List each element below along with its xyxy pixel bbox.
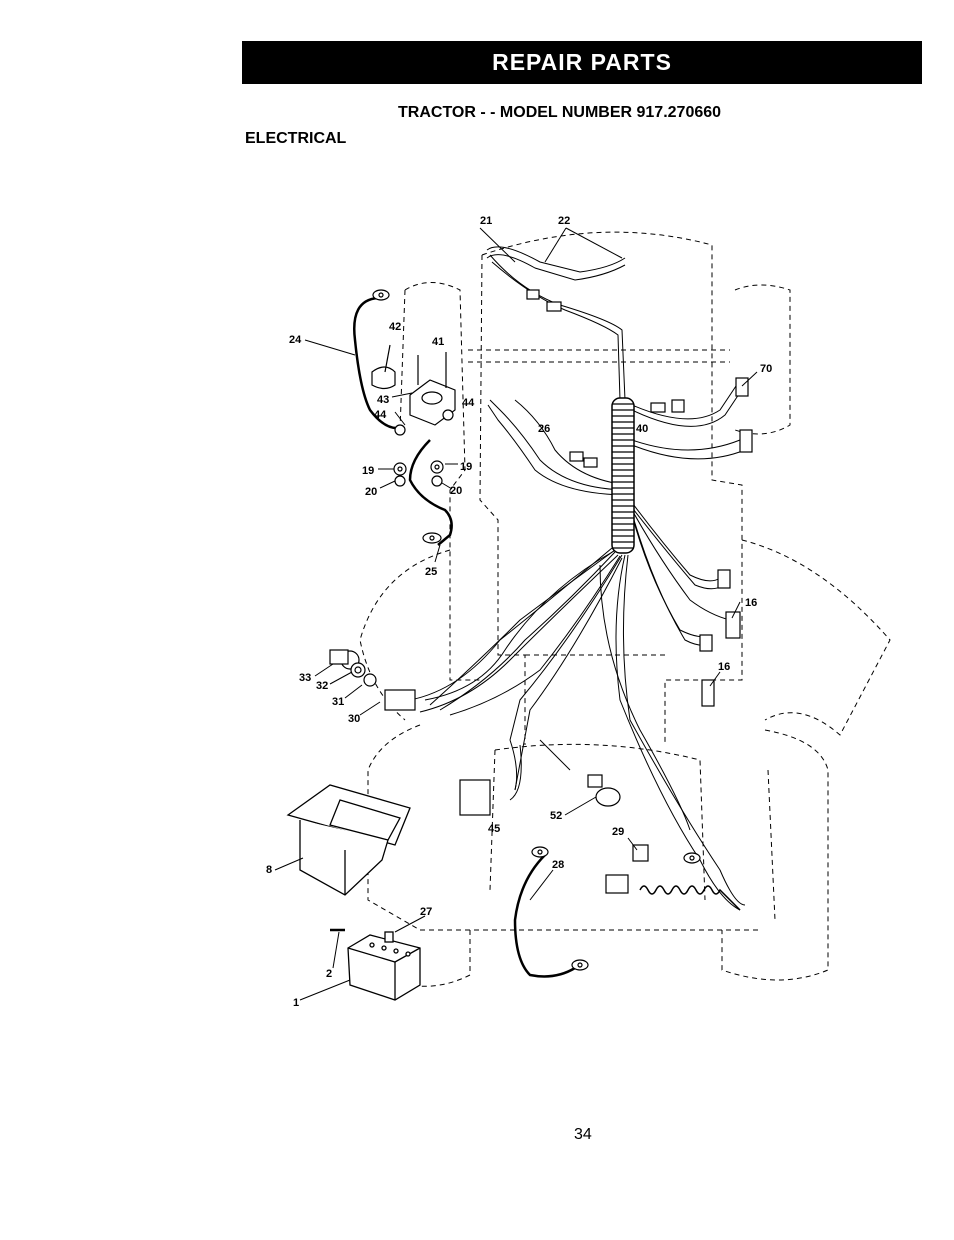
- part-label-8: 8: [266, 864, 272, 876]
- tractor-frame-outline: [359, 231, 891, 987]
- part-label-30: 30: [348, 713, 360, 725]
- battery-cables: [330, 296, 576, 978]
- part-label-27: 27: [420, 906, 432, 918]
- part-label-44-right: 44: [462, 397, 475, 409]
- part-label-19-left: 19: [362, 465, 374, 477]
- battery: [347, 931, 421, 1001]
- part-label-40: 40: [636, 423, 648, 435]
- part-label-20-left: 20: [365, 486, 377, 498]
- part-label-29: 29: [612, 826, 624, 838]
- wiring-harness: [409, 246, 746, 911]
- coiled-cord: [639, 885, 741, 911]
- part-label-2: 2: [326, 968, 332, 980]
- repair-parts-banner: REPAIR PARTS: [242, 41, 922, 84]
- ring-terminals: [372, 289, 701, 971]
- part-label-70: 70: [760, 363, 772, 375]
- model-title: TRACTOR - - MODEL NUMBER 917.270660: [398, 104, 722, 121]
- part-label-42: 42: [389, 321, 401, 333]
- part-label-52: 52: [550, 810, 562, 822]
- part-label-24: 24: [289, 334, 302, 346]
- part-label-33: 33: [299, 672, 311, 684]
- part-label-28: 28: [552, 859, 564, 871]
- page-number: 34: [574, 1126, 592, 1143]
- part-label-25: 25: [425, 566, 437, 578]
- part-label-16-lower: 16: [718, 661, 730, 673]
- part-label-1: 1: [293, 997, 299, 1009]
- conduit-ribs: [612, 403, 634, 549]
- part-label-32: 32: [316, 680, 328, 692]
- part-label-19-right: 19: [460, 461, 472, 473]
- part-label-20-right: 20: [450, 485, 462, 497]
- part-label-31: 31: [332, 696, 344, 708]
- connectors: [329, 289, 753, 894]
- part-label-45: 45: [488, 823, 500, 835]
- part-label-26: 26: [538, 423, 550, 435]
- part-label-22: 22: [558, 215, 570, 227]
- leader-lines: [274, 227, 758, 1001]
- solenoid-assembly: [371, 344, 456, 487]
- part-label-43: 43: [377, 394, 389, 406]
- part-label-21: 21: [480, 215, 492, 227]
- part-label-16-upper: 16: [745, 597, 757, 609]
- part-label-41: 41: [432, 336, 444, 348]
- section-heading: ELECTRICAL: [245, 130, 347, 147]
- part-label-44-left: 44: [374, 409, 387, 421]
- battery-box: [286, 784, 411, 896]
